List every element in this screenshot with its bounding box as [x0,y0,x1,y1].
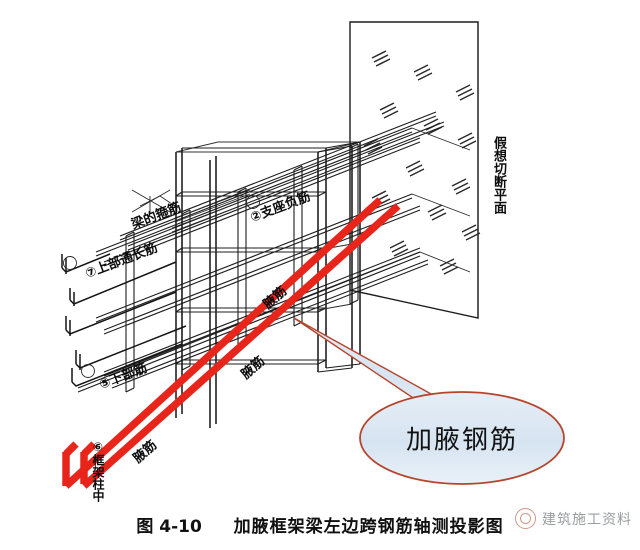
figure-number: 图 4-10 [136,517,202,537]
watermark-logo-icon [515,508,536,529]
callout-balloon[interactable] [293,317,565,485]
cutting-plane [349,21,481,319]
callout-ellipse [359,391,565,485]
haunch-bars [62,197,401,489]
callout-label: 加腋钢筋 [405,425,519,456]
figure-caption: 图 4-10 加腋框架梁左边跨钢筋轴测投影图 [0,512,640,537]
haunch-bar-upper [63,197,383,489]
upper-through-bars [61,253,111,274]
label-leaders [63,195,260,378]
beam-stirrups [125,143,359,393]
watermark-text: 建筑施工资料 [542,511,632,528]
label-imaginary-cutting-plane: 假想切断平面 [491,136,506,214]
watermark: 建筑施工资料 [515,508,632,529]
haunch-bar-lower [81,203,401,489]
column-cage [175,141,361,428]
label-inside-frame-column: ⑥框架柱中 [91,440,105,502]
figure-title: 加腋框架梁左边跨钢筋轴测投影图 [233,517,504,537]
